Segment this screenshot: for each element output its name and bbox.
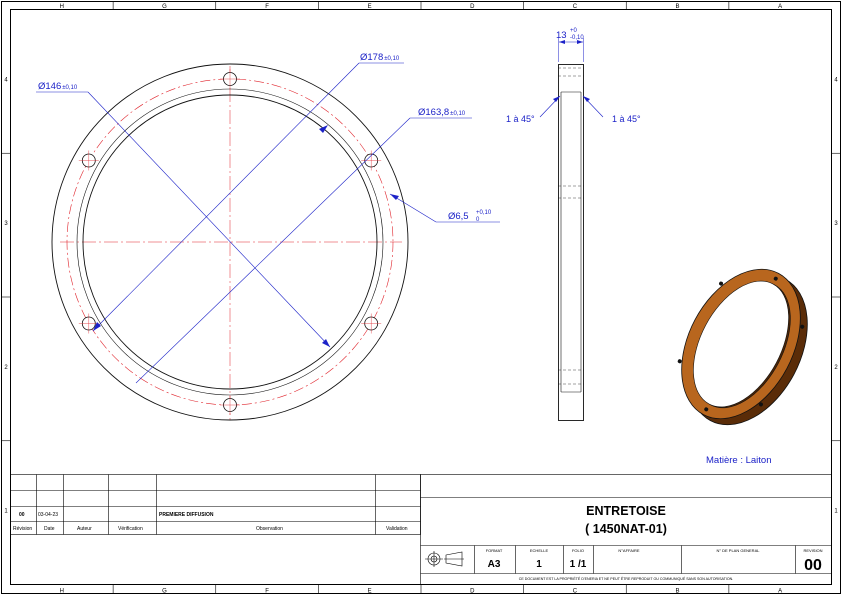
border-column-label: B <box>676 589 680 595</box>
sheet-label: FOLIO <box>572 548 584 553</box>
border-column-label: E <box>368 589 372 595</box>
side-view: 13 +0 -0,10 1 à 45° 1 à 45° <box>506 28 641 421</box>
arrow-hole <box>390 194 399 200</box>
header-date: Date <box>44 526 55 532</box>
border-column-label: C <box>573 4 578 10</box>
rev-row-date: 03-04-23 <box>38 512 58 518</box>
outer-circle <box>51 63 409 421</box>
header-revision: Révision <box>13 526 32 532</box>
mounting-holes <box>78 69 382 415</box>
arrow-inner <box>322 339 330 347</box>
inner-frame <box>10 9 832 585</box>
header-validation: Validation <box>386 526 408 532</box>
arrow-outer-a <box>93 322 101 331</box>
border-row-label: 2 <box>834 365 838 371</box>
scale-label: ECHELLE <box>530 548 549 553</box>
dim-hole-tol-upper: +0,10 <box>476 210 492 216</box>
dim-hole-diameter: Ø6,5 <box>448 211 469 222</box>
header-auteur: Auteur <box>77 526 92 532</box>
border-column-label: A <box>778 4 782 10</box>
affaire-label: N°AFFAIRE <box>618 548 639 553</box>
border-row-label: 1 <box>4 509 8 515</box>
front-view: Ø146±0,10 Ø178±0,10 Ø163,8±0,10 Ø6,5 +0,… <box>36 52 500 421</box>
border-row-label: 4 <box>4 77 8 83</box>
title-block <box>420 474 832 585</box>
border-column-label: D <box>470 4 475 10</box>
drawing-reference: ( 1450NAT-01) <box>585 522 667 536</box>
revision-label: REVISION <box>803 548 822 553</box>
border-column-label: G <box>162 589 167 595</box>
dim-thickness-upper: +0 <box>570 28 578 34</box>
dim-thickness-lower: -0,10 <box>570 35 584 41</box>
rev-row-revision: 00 <box>19 512 25 518</box>
border-column-label: B <box>676 4 680 10</box>
border-column-label: A <box>778 589 782 595</box>
border-column-label: H <box>60 4 64 10</box>
header-observation: Observation <box>256 526 283 532</box>
revision-value: 00 <box>804 557 822 574</box>
plan-label: N° DE PLAN GENERAL <box>717 548 761 553</box>
border-row-label: 3 <box>834 221 838 227</box>
isometric-view <box>677 268 808 426</box>
dim-inner-diameter: Ø146±0,10 <box>38 81 78 92</box>
header-verification: Vérification <box>118 526 143 532</box>
confidentiality-note: CE DOCUMENT EST LA PROPRIÉTÉ D'ENERIA ET… <box>519 576 733 581</box>
border-column-label: H <box>60 589 64 595</box>
material-note: Matière : Laiton <box>706 455 771 466</box>
dim-line-inner <box>87 91 331 348</box>
dim-line-outer <box>92 62 360 332</box>
border-row-label: 3 <box>4 221 8 227</box>
drawing-title: ENTRETOISE <box>586 504 666 518</box>
dim-hole-tol-lower: 0 <box>476 217 480 223</box>
format-value: A3 <box>488 559 501 570</box>
format-label: FORMAT <box>486 548 503 553</box>
border-column-label: G <box>162 4 167 10</box>
side-outline <box>558 64 584 421</box>
scale-value: 1 <box>536 559 542 570</box>
dim-bolt-circle: Ø163,8±0,10 <box>418 107 466 118</box>
leader-hole <box>389 193 437 223</box>
border-row-label: 1 <box>834 509 838 515</box>
border-column-label: F <box>265 589 269 595</box>
arrow-outer-b <box>319 125 328 133</box>
border-column-label: F <box>265 4 269 10</box>
border-row-label: 2 <box>4 365 8 371</box>
dim-line-bolt <box>135 117 411 384</box>
border-column-label: E <box>368 4 372 10</box>
rev-row-observation: PREMIERE DIFFUSION <box>159 512 214 518</box>
chamfer-right-label: 1 à 45° <box>612 114 641 124</box>
projection-symbol-icon <box>425 551 464 567</box>
sheet-value: 1 /1 <box>570 559 587 570</box>
chamfer-left-label: 1 à 45° <box>506 114 535 124</box>
dim-thickness: 13 <box>556 30 567 41</box>
border-column-label: D <box>470 589 475 595</box>
dim-outer-diameter: Ø178±0,10 <box>360 52 400 63</box>
inner-circle <box>82 94 378 390</box>
border-row-label: 4 <box>834 77 838 83</box>
revision-table <box>10 474 421 535</box>
border-column-label: C <box>573 589 578 595</box>
